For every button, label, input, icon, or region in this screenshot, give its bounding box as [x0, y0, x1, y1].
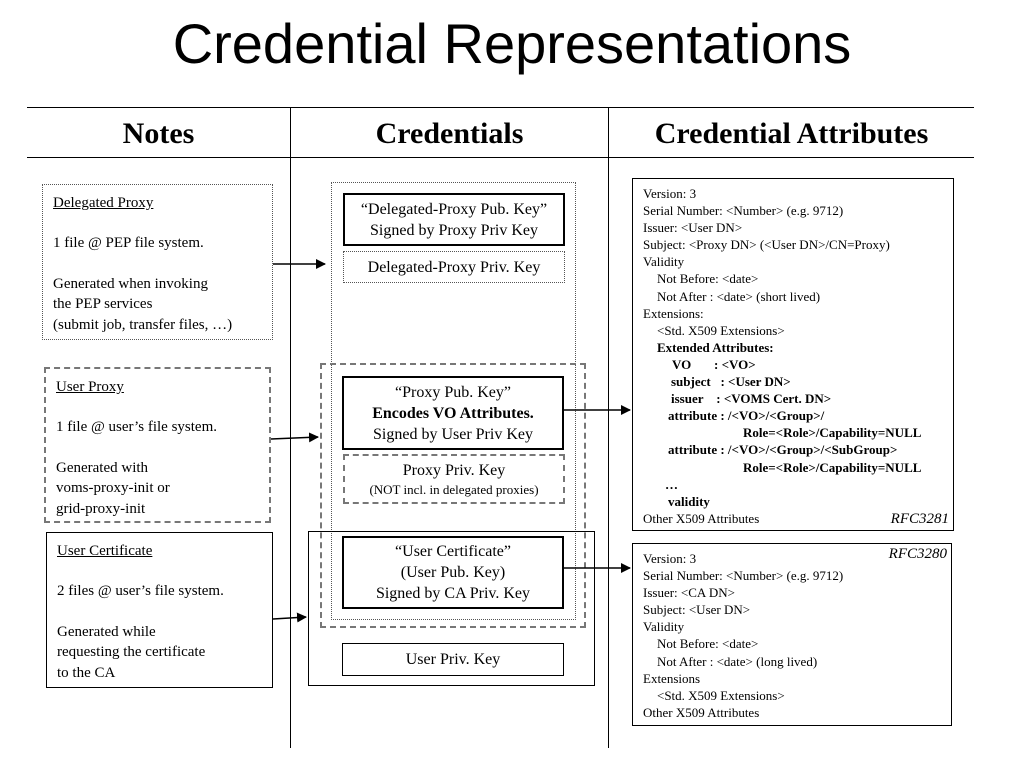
attr-line: Not After : <date> (long lived): [657, 653, 818, 669]
cred-text: Delegated-Proxy Priv. Key: [367, 258, 541, 276]
note-heading: Delegated Proxy: [53, 195, 154, 211]
attr-line: <Std. X509 Extensions>: [657, 322, 785, 338]
attr-line: Validity: [643, 254, 685, 270]
user-priv-key: User Priv. Key: [342, 643, 564, 676]
delegated-proxy-group: [331, 182, 576, 620]
attr-line: issuer : <VOMS Cert. DN>: [671, 391, 832, 407]
proxy-priv-key: Proxy Priv. Key (NOT incl. in delegated …: [343, 454, 565, 504]
cred-text: “User Certificate”: [395, 543, 511, 560]
attr-line: <Std. X509 Extensions>: [657, 687, 785, 703]
cred-text: “Proxy Pub. Key”: [395, 383, 511, 401]
attr-line: Other X509 Attributes: [643, 510, 760, 526]
note-text: requesting the certificate: [57, 644, 206, 661]
note-heading: User Certificate: [57, 543, 153, 559]
column-divider-1: [290, 108, 291, 748]
attr-line: attribute : /<VO>/<Group>/: [668, 408, 825, 424]
user-certificate-group: [308, 531, 595, 686]
note-delegated-proxy: Delegated Proxy 1 file @ PEP file system…: [42, 184, 273, 340]
note-text: the PEP services: [53, 296, 153, 313]
proxy-attributes: Version: 3 Serial Number: <Number> (e.g.…: [632, 178, 954, 531]
cred-text: Signed by CA Priv. Key: [375, 585, 531, 602]
attr-line: Not Before: <date>: [657, 271, 759, 287]
attr-line: Issuer: <User DN>: [643, 220, 743, 236]
attr-line: Validity: [643, 619, 685, 635]
attr-line: Other X509 Attributes: [643, 704, 760, 720]
cred-text: Signed by User Priv Key: [373, 425, 533, 443]
column-divider-2: [608, 108, 609, 748]
attr-line: Version: 3: [643, 186, 697, 201]
delegated-proxy-pub-key: “Delegated-Proxy Pub. Key” Signed by Pro…: [343, 193, 565, 246]
attr-line: attribute : /<VO>/<Group>/<SubGroup>: [668, 442, 898, 458]
attr-line: Subject: <Proxy DN> (<User DN>/CN=Proxy): [643, 237, 890, 253]
attr-line: Subject: <User DN>: [643, 602, 751, 618]
attr-line: Extensions:: [643, 305, 704, 321]
arrow-user-proxy-note: [270, 432, 319, 443]
user-proxy-group: [320, 363, 586, 628]
attr-line: Role=<Role>/Capability=NULL: [743, 459, 922, 475]
note-heading: User Proxy: [56, 379, 124, 395]
attr-line: Not Before: <date>: [657, 636, 759, 652]
note-text: (submit job, transfer files, …): [53, 316, 233, 333]
rfc-label: RFC3280: [888, 546, 947, 562]
note-text: 2 files @ user’s file system.: [57, 583, 224, 600]
note-text: 1 file @ PEP file system.: [53, 235, 204, 252]
proxy-pub-key: “Proxy Pub. Key” Encodes VO Attributes. …: [342, 376, 564, 450]
note-text: voms-proxy-init or: [56, 480, 170, 497]
note-text: Generated while: [57, 623, 156, 640]
arrow-user-cert-note: [272, 612, 307, 623]
attr-line: …: [665, 476, 678, 492]
attr-line: Serial Number: <Number> (e.g. 9712): [643, 203, 844, 219]
rfc-label: RFC3281: [890, 510, 949, 527]
cred-text: Proxy Priv. Key: [402, 461, 506, 479]
column-header-notes: Notes: [122, 117, 195, 150]
attr-line: Serial Number: <Number> (e.g. 9712): [643, 568, 844, 584]
note-user-certificate: User Certificate 2 files @ user’s file s…: [46, 532, 273, 688]
cred-text: Encodes VO Attributes.: [372, 404, 534, 422]
note-text: to the CA: [57, 664, 116, 681]
delegated-proxy-priv-key: Delegated-Proxy Priv. Key: [343, 251, 565, 283]
header-top-rule: [27, 107, 974, 108]
note-text: Generated when invoking: [53, 275, 208, 292]
cred-text: (NOT incl. in delegated proxies): [369, 481, 539, 497]
attr-line: Extensions: [643, 670, 701, 686]
note-user-proxy: User Proxy 1 file @ user’s file system. …: [44, 367, 271, 523]
note-text: grid-proxy-init: [56, 500, 146, 517]
attr-line: subject : <User DN>: [671, 374, 791, 390]
cred-text: “Delegated-Proxy Pub. Key”: [360, 200, 548, 218]
user-certificate-pub-key: “User Certificate” (User Pub. Key) Signe…: [342, 536, 564, 609]
attr-line: Role=<Role>/Capability=NULL: [743, 425, 922, 441]
attr-line: validity: [668, 493, 710, 509]
attr-line: Extended Attributes:: [657, 339, 774, 355]
cred-text: (User Pub. Key): [400, 564, 506, 581]
attr-line: Issuer: <CA DN>: [643, 585, 735, 601]
column-header-attributes: Credential Attributes: [654, 117, 929, 150]
header-bottom-rule: [27, 157, 974, 158]
note-text: 1 file @ user’s file system.: [56, 419, 218, 436]
cred-text: User Priv. Key: [405, 651, 501, 668]
attr-line: VO : <VO>: [672, 356, 756, 372]
cred-text: Signed by Proxy Priv Key: [370, 221, 538, 239]
page-title: Credential Representations: [172, 12, 852, 75]
note-text: Generated with: [56, 459, 149, 476]
attr-line: Version: 3: [643, 551, 697, 566]
attr-line: Not After : <date> (short lived): [657, 288, 821, 304]
column-header-credentials: Credentials: [375, 117, 524, 150]
certificate-attributes: Version: 3 Serial Number: <Number> (e.g.…: [632, 543, 952, 726]
